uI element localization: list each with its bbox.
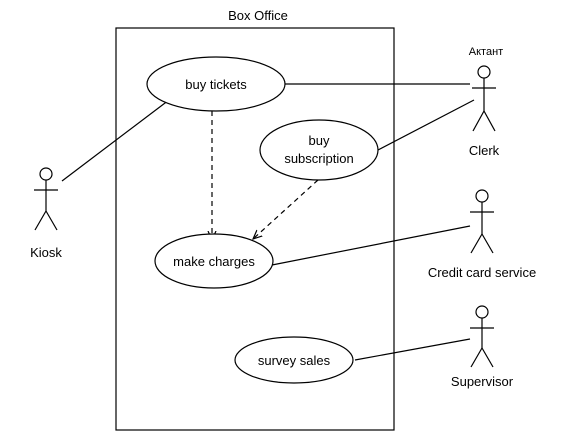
use-case-survey-sales-label: survey sales <box>258 353 331 368</box>
dependency-buy-subscription-make-charges <box>253 179 319 239</box>
actor-clerk-label: Clerk <box>469 143 500 158</box>
assoc-supervisor-survey-sales <box>354 338 471 361</box>
stick-figure-icon <box>470 305 494 368</box>
assoc-credit-card-make-charges <box>271 225 471 266</box>
use-case-make-charges: make charges <box>154 233 274 289</box>
stick-figure-icon <box>472 65 496 132</box>
use-case-buy-tickets: buy tickets <box>146 56 286 112</box>
actor-kiosk: Kiosk <box>30 167 62 260</box>
use-case-buy-subscription: buy subscription <box>259 119 379 181</box>
assoc-clerk-buy-subscription <box>377 99 475 151</box>
actor-supervisor: Supervisor <box>451 305 514 389</box>
use-case-survey-sales: survey sales <box>234 336 354 384</box>
actor-credit-card-service: Credit card service <box>428 189 536 280</box>
actor-clerk-stereotype: Актант <box>469 46 503 58</box>
associations <box>61 83 475 361</box>
actor-clerk: Актант Clerk <box>469 46 503 158</box>
dependencies <box>212 111 319 240</box>
actor-credit-card-service-label: Credit card service <box>428 265 536 280</box>
use-case-buy-subscription-label-2: subscription <box>284 151 353 166</box>
system-title: Box Office <box>228 8 288 23</box>
system-boundary: Box Office <box>115 8 395 431</box>
actor-supervisor-label: Supervisor <box>451 374 514 389</box>
assoc-kiosk-buy-tickets <box>61 99 170 182</box>
use-case-buy-tickets-label: buy tickets <box>185 77 247 92</box>
actor-kiosk-label: Kiosk <box>30 245 62 260</box>
use-case-make-charges-label: make charges <box>173 254 255 269</box>
stick-figure-icon <box>34 167 58 231</box>
stick-figure-icon <box>470 189 494 254</box>
use-case-buy-subscription-label-1: buy <box>309 133 330 148</box>
